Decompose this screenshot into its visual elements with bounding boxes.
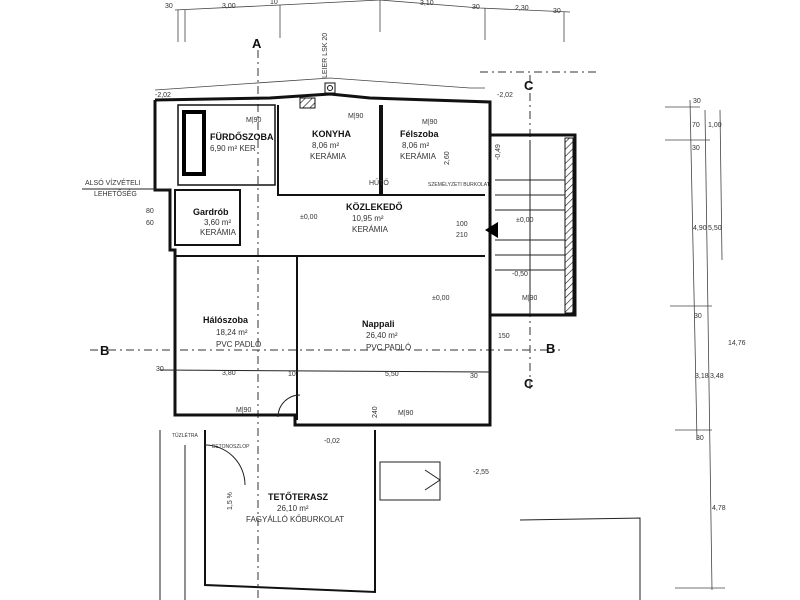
annotations: ALSÓ VÍZVÉTELI LEHETŐSÉG LEIER LSK 20 HŰ…	[82, 33, 538, 510]
room-name: FÜRDŐSZOBA	[210, 131, 274, 142]
dim-label: 2,30	[515, 5, 529, 12]
room-félszoba: Félszoba 8,06 m² KERÁMIA	[400, 129, 440, 161]
bathtub	[182, 110, 206, 176]
axis-label-c: C	[524, 78, 534, 93]
dim-label: 2,60	[444, 151, 451, 165]
dim-label: 10	[288, 371, 296, 378]
dim-label: 5,50	[708, 225, 722, 232]
room-floor: KERÁMIA	[400, 152, 437, 161]
dim-label: 3,10	[420, 0, 434, 7]
dim-label: 4,78	[712, 505, 726, 512]
dim-label: 30	[165, 3, 173, 10]
dim-label: 240	[372, 406, 379, 418]
dim-label: 150	[498, 333, 510, 340]
dim-label: M|90	[522, 295, 538, 302]
room-name: Gardrób	[193, 207, 229, 217]
entrance-arrow-icon	[485, 222, 498, 238]
level-mark: ±0,00	[516, 217, 534, 224]
axis-label-a: A	[252, 36, 262, 51]
dim-label: M|90	[398, 410, 414, 417]
axis-label-b: B	[546, 341, 555, 356]
dim-label: 30	[694, 313, 702, 320]
room-area: 26,10 m²	[277, 504, 309, 513]
annotation: LEIER LSK 20	[322, 33, 329, 78]
dim-label: 30	[156, 366, 164, 373]
room-name: KÖZLEKEDŐ	[346, 201, 403, 212]
dim-label: 5,50	[385, 371, 399, 378]
room-area: 10,95 m²	[352, 214, 384, 223]
room-area: 18,24 m²	[216, 328, 248, 337]
room-hálószoba: Hálószoba 18,24 m² PVC PADLÓ	[203, 315, 261, 349]
level-mark: ±0,00	[432, 295, 450, 302]
axis-label-b: B	[100, 343, 109, 358]
level-mark: -0,49	[495, 144, 502, 160]
dim-label: 60	[146, 220, 154, 227]
annotation: HŰTŐ	[369, 178, 389, 187]
room-area: 26,40 m²	[366, 331, 398, 340]
annotation: TŰZLÉTRA	[172, 432, 199, 439]
room-konyha: KONYHA 8,06 m² KERÁMIA	[310, 129, 352, 161]
level-mark: -2,02	[155, 92, 171, 99]
room-floor: KERÁMIA	[200, 228, 237, 237]
dim-label: M|90	[246, 117, 262, 124]
room-fürdőszoba: FÜRDŐSZOBA 6,90 m² KER	[210, 131, 274, 153]
room-floor: PVC PADLÓ	[366, 343, 411, 352]
dim-label: 30	[696, 435, 704, 442]
dim-label: 3,80	[222, 370, 236, 377]
room-floor: KERÁMIA	[310, 152, 347, 161]
dim-label: 3,48	[710, 373, 724, 380]
room-name: Félszoba	[400, 129, 440, 139]
room-name: KONYHA	[312, 129, 352, 139]
room-nappali: Nappali 26,40 m² PVC PADLÓ	[362, 319, 411, 352]
dim-label: 70	[692, 122, 700, 129]
dim-label: 30	[553, 8, 561, 15]
room-közlekedő: KÖZLEKEDŐ 10,95 m² KERÁMIA	[346, 201, 403, 234]
chimney-icon	[324, 82, 336, 94]
room-area: 8,06 m²	[312, 141, 339, 150]
dim-label: M|90	[236, 407, 252, 414]
annotation: LEHETŐSÉG	[94, 189, 137, 198]
room-gardrób: Gardrób 3,60 m² KERÁMIA	[193, 207, 237, 237]
dim-label: 100	[456, 221, 468, 228]
dim-label: 210	[456, 232, 468, 239]
annotation: 1,5 %	[227, 492, 234, 510]
room-floor: PVC PADLÓ	[216, 340, 261, 349]
dim-label: 3,18	[695, 373, 709, 380]
axis-label-c: C	[524, 376, 534, 391]
right-dimensions: 30 70 1,00 30 4,90 5,50 30 3,18 3,48 30 …	[665, 98, 746, 591]
level-mark: ±0,00	[300, 214, 318, 221]
top-dimensions: 30 3,00 10 3,10 30 2,30 30	[154, 0, 600, 91]
dim-label: 14,76	[728, 340, 746, 347]
room-area: 8,06 m²	[402, 141, 429, 150]
room-area: 3,60 m²	[204, 218, 231, 227]
annotation: BETONOSZLOP	[212, 444, 250, 450]
room-name: TETŐTERASZ	[268, 491, 329, 502]
walls	[153, 82, 641, 600]
level-mark: -2,02	[497, 92, 513, 99]
annotation: ALSÓ VÍZVÉTELI	[85, 178, 141, 187]
dim-label: 80	[146, 208, 154, 215]
level-mark: -0,50	[512, 271, 528, 278]
level-mark: -2,55	[473, 469, 489, 476]
room-area: 6,90 m² KER	[210, 144, 256, 153]
dim-label: 30	[693, 98, 701, 105]
dim-label: M|90	[348, 113, 364, 120]
room-tetőterasz: TETŐTERASZ 26,10 m² FAGYÁLLÓ KŐBURKOLAT	[246, 491, 344, 524]
dim-label: 30	[470, 373, 478, 380]
dim-label: 3,00	[222, 3, 236, 10]
level-mark: -0,02	[324, 438, 340, 445]
room-floor: KERÁMIA	[352, 225, 389, 234]
dim-label: 4,90	[693, 225, 707, 232]
dim-label: 30	[472, 4, 480, 11]
dim-label: 1,00	[708, 122, 722, 129]
annotation: SZEMÉLYZETI BURKOLAT	[428, 181, 490, 188]
dim-label: 30	[692, 145, 700, 152]
dim-label: M|90	[422, 119, 438, 126]
dim-label: 10	[270, 0, 278, 6]
room-name: Nappali	[362, 319, 395, 329]
room-name: Hálószoba	[203, 315, 249, 325]
room-floor: FAGYÁLLÓ KŐBURKOLAT	[246, 515, 344, 524]
